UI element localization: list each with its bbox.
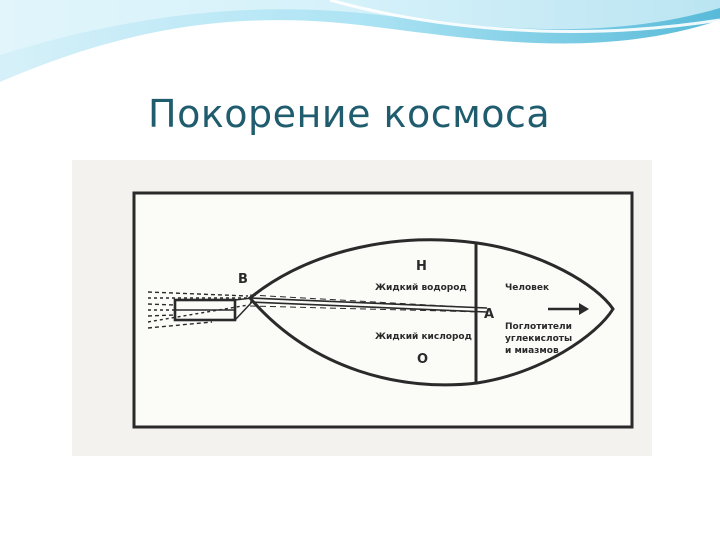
header-wave-decoration [0,0,720,82]
rocket-hull [247,238,615,387]
exhaust-jet [147,291,249,329]
nozzle-connector-top [234,297,253,301]
label-letter-o: О [417,352,428,367]
label-absorber-line-2: углекислоты [505,334,572,344]
fuel-hatch-2 [249,305,483,313]
rocket-diagram-image: В Н А О Жидкий водород Жидкий кислород Ч… [72,160,652,456]
label-letter-b: В [238,272,248,287]
rocket-diagram: В Н А О Жидкий водород Жидкий кислород Ч… [132,191,634,429]
label-liquid-hydrogen: Жидкий водород [375,283,467,293]
fuel-divider-upper [249,297,488,309]
label-human: Человек [505,283,549,293]
fuel-divider-lower [249,301,488,313]
slide-title: Покорение космоса [148,92,551,136]
nozzle-connector-bottom [234,301,253,321]
fuel-hatch-1 [249,294,483,309]
label-absorber-line-1: Поглотители [505,322,572,332]
label-absorber-line-3: и миазмов [505,346,559,356]
label-letter-a: А [484,307,494,322]
label-liquid-oxygen: Жидкий кислород [375,332,472,342]
flow-arrow-head [579,303,589,315]
label-letter-h: Н [416,259,427,274]
